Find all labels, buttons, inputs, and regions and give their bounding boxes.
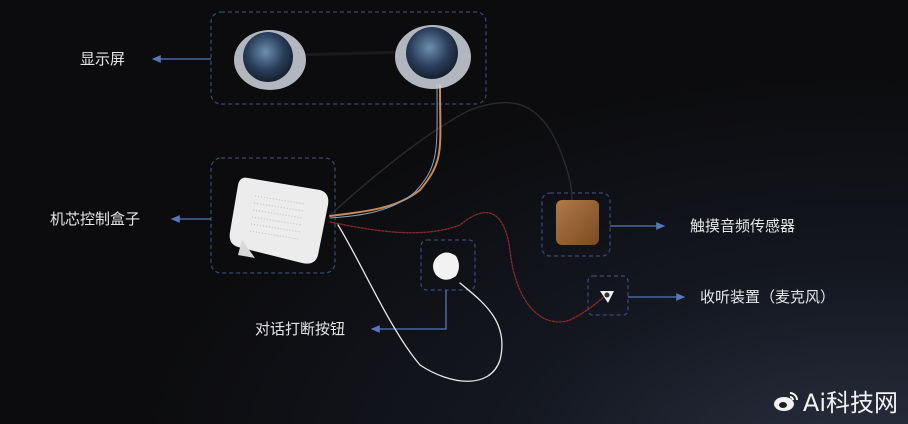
display-box [210, 11, 487, 105]
control-box-device [229, 177, 329, 264]
wire-white [337, 224, 503, 382]
watermark: Ai科技网 [773, 383, 898, 418]
button-frame [420, 239, 476, 291]
label-microphone: 收听装置（麦克风） [700, 288, 836, 306]
control-box-frame [210, 157, 336, 274]
touch-pad [556, 200, 599, 245]
wire-display [329, 84, 442, 217]
wire-black [329, 101, 573, 216]
label-control-box: 机芯控制盒子 [50, 210, 141, 228]
label-touch-sensor: 触摸音频传感器 [690, 217, 796, 235]
wire-red [329, 212, 607, 323]
mic-frame [587, 275, 629, 316]
interrupt-button-device [433, 252, 459, 280]
touch-sensor-frame [541, 192, 611, 257]
display-lenses [234, 25, 471, 90]
label-interrupt-button: 对话打断按钮 [255, 320, 346, 338]
watermark-text: Ai科技网 [802, 389, 898, 417]
label-display: 显示屏 [80, 50, 126, 68]
wire-display-2 [329, 84, 438, 219]
button-arrow [370, 290, 447, 333]
mic-device [600, 291, 614, 303]
weibo-logo-icon [773, 391, 798, 411]
